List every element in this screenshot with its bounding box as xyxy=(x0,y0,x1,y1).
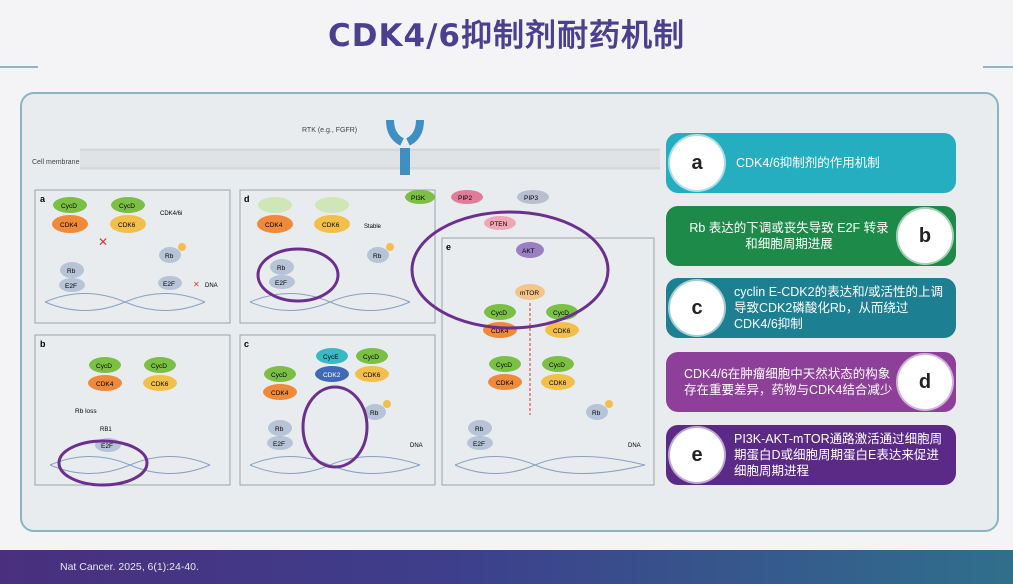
card-a-text: CDK4/6抑制剂的作用机制 xyxy=(736,156,880,170)
svg-text:CDK4: CDK4 xyxy=(271,390,289,397)
svg-text:CDK6: CDK6 xyxy=(322,222,340,229)
rtk-receptor xyxy=(386,120,424,175)
svg-text:E2F: E2F xyxy=(65,283,77,290)
card-c: c cyclin E-CDK2的表达和/或活性的上调导致CDK2磷酸化Rb，从而… xyxy=(666,278,956,338)
svg-text:CDK4: CDK4 xyxy=(96,381,114,388)
card-a: a CDK4/6抑制剂的作用机制 xyxy=(666,133,956,193)
svg-text:Rb: Rb xyxy=(275,426,284,433)
svg-text:CDK4: CDK4 xyxy=(265,222,283,229)
panel-b: CycD CDK4 CycD CDK6 Rb loss RB1 E2F xyxy=(49,357,211,487)
card-c-letter: c xyxy=(670,281,724,335)
card-b-text: Rb 表达的下调或丧失导致 E2F 转录和细胞周期进展 xyxy=(689,221,889,251)
panel-c: CycE CDK2 CycD CDK6 CycD CDK4 Rb E2F Rb … xyxy=(249,348,423,474)
card-d-text: CDK4/6在肿瘤细胞中天然状态的构象存在重要差异，药物与CDK4结合减少 xyxy=(684,367,893,397)
svg-text:CDK6: CDK6 xyxy=(549,380,567,387)
svg-text:DNA: DNA xyxy=(410,443,423,449)
panel-d-label: d xyxy=(244,194,250,204)
svg-text:RB1: RB1 xyxy=(100,427,112,433)
title-rule-left xyxy=(0,66,38,68)
svg-text:CycD: CycD xyxy=(549,362,565,369)
svg-text:E2F: E2F xyxy=(275,280,287,287)
svg-text:CycD: CycD xyxy=(496,362,512,369)
card-b-letter: b xyxy=(898,209,952,263)
panel-a: CycD CDK4 CycD CDK6 CDK4/6i ✕ Rb E2F Rb … xyxy=(44,197,218,311)
citation: Nat Cancer. 2025, 6(1):24-40. xyxy=(60,561,199,573)
svg-text:DNA: DNA xyxy=(205,283,218,289)
card-e: e PI3K-AKT-mTOR通路激活通过细胞周期蛋白D或细胞周期蛋白E表达来促… xyxy=(666,425,956,485)
svg-text:CDK4: CDK4 xyxy=(496,380,514,387)
svg-text:CDK4/6i: CDK4/6i xyxy=(160,211,182,217)
svg-text:CDK6: CDK6 xyxy=(118,222,136,229)
page-title: CDK4/6抑制剂耐药机制 xyxy=(328,18,685,54)
card-c-text: cyclin E-CDK2的表达和/或活性的上调导致CDK2磷酸化Rb，从而绕过… xyxy=(734,285,944,331)
svg-text:Rb: Rb xyxy=(277,265,286,272)
svg-text:CDK4: CDK4 xyxy=(491,328,509,335)
svg-text:CycE: CycE xyxy=(323,354,339,361)
svg-text:CycD: CycD xyxy=(96,363,112,370)
mechanism-figure: Cell membrane RTK (e.g., FGFR) a b c d e… xyxy=(32,120,660,487)
svg-text:E2F: E2F xyxy=(273,441,285,448)
svg-text:Rb: Rb xyxy=(373,253,382,260)
membrane-label: Cell membrane xyxy=(32,159,80,166)
card-e-letter: e xyxy=(670,428,724,482)
svg-text:CycD: CycD xyxy=(491,310,507,317)
svg-text:CycD: CycD xyxy=(271,372,287,379)
svg-text:Rb: Rb xyxy=(67,268,76,275)
cell-membrane xyxy=(80,148,660,170)
pi3k-pathway: PI3K PIP2 PIP3 PTEN AKT mTOR CycD CDK4 C… xyxy=(405,190,646,474)
svg-text:mTOR: mTOR xyxy=(520,290,539,297)
panel-a-label: a xyxy=(40,194,46,204)
svg-text:CycD: CycD xyxy=(61,203,77,210)
svg-text:Rb: Rb xyxy=(165,253,174,260)
svg-text:✕: ✕ xyxy=(193,280,200,289)
svg-text:PIP3: PIP3 xyxy=(524,195,538,202)
card-b: Rb 表达的下调或丧失导致 E2F 转录和细胞周期进展 b xyxy=(666,206,956,266)
svg-text:PTEN: PTEN xyxy=(490,221,508,228)
svg-text:CDK6: CDK6 xyxy=(363,372,381,379)
svg-text:Rb: Rb xyxy=(592,410,601,417)
svg-text:CycD: CycD xyxy=(151,363,167,370)
svg-text:E2F: E2F xyxy=(163,281,175,288)
svg-text:CycD: CycD xyxy=(363,354,379,361)
svg-text:CDK4: CDK4 xyxy=(60,222,78,229)
card-d: CDK4/6在肿瘤细胞中天然状态的构象存在重要差异，药物与CDK4结合减少 d xyxy=(666,352,956,412)
svg-text:CycD: CycD xyxy=(119,203,135,210)
svg-text:PI3K: PI3K xyxy=(411,195,426,202)
svg-text:Stable: Stable xyxy=(364,224,382,230)
svg-text:CDK6: CDK6 xyxy=(151,381,169,388)
panel-c-label: c xyxy=(244,339,249,349)
svg-text:CycD: CycD xyxy=(553,310,569,317)
panel-d: CDK4 CDK6 Stable Rb E2F Rb xyxy=(249,197,411,311)
svg-text:Rb loss: Rb loss xyxy=(75,408,97,415)
rtk-label: RTK (e.g., FGFR) xyxy=(302,127,357,134)
card-d-letter: d xyxy=(898,355,952,409)
card-a-letter: a xyxy=(670,136,724,190)
svg-text:CDK6: CDK6 xyxy=(553,328,571,335)
svg-text:DNA: DNA xyxy=(628,443,641,449)
svg-text:✕: ✕ xyxy=(98,235,108,249)
panel-b-label: b xyxy=(40,339,46,349)
svg-text:PIP2: PIP2 xyxy=(458,195,472,202)
svg-text:CDK2: CDK2 xyxy=(323,372,341,379)
title-rule-right xyxy=(983,66,1013,68)
footer-bar: Nat Cancer. 2025, 6(1):24-40. xyxy=(0,550,1013,584)
svg-text:Rb: Rb xyxy=(370,410,379,417)
card-e-text: PI3K-AKT-mTOR通路激活通过细胞周期蛋白D或细胞周期蛋白E表达来促进细… xyxy=(734,432,943,478)
svg-text:E2F: E2F xyxy=(473,441,485,448)
svg-text:Rb: Rb xyxy=(475,426,484,433)
svg-text:E2F: E2F xyxy=(101,443,113,450)
svg-text:AKT: AKT xyxy=(522,248,535,255)
panel-e-label: e xyxy=(446,242,451,252)
